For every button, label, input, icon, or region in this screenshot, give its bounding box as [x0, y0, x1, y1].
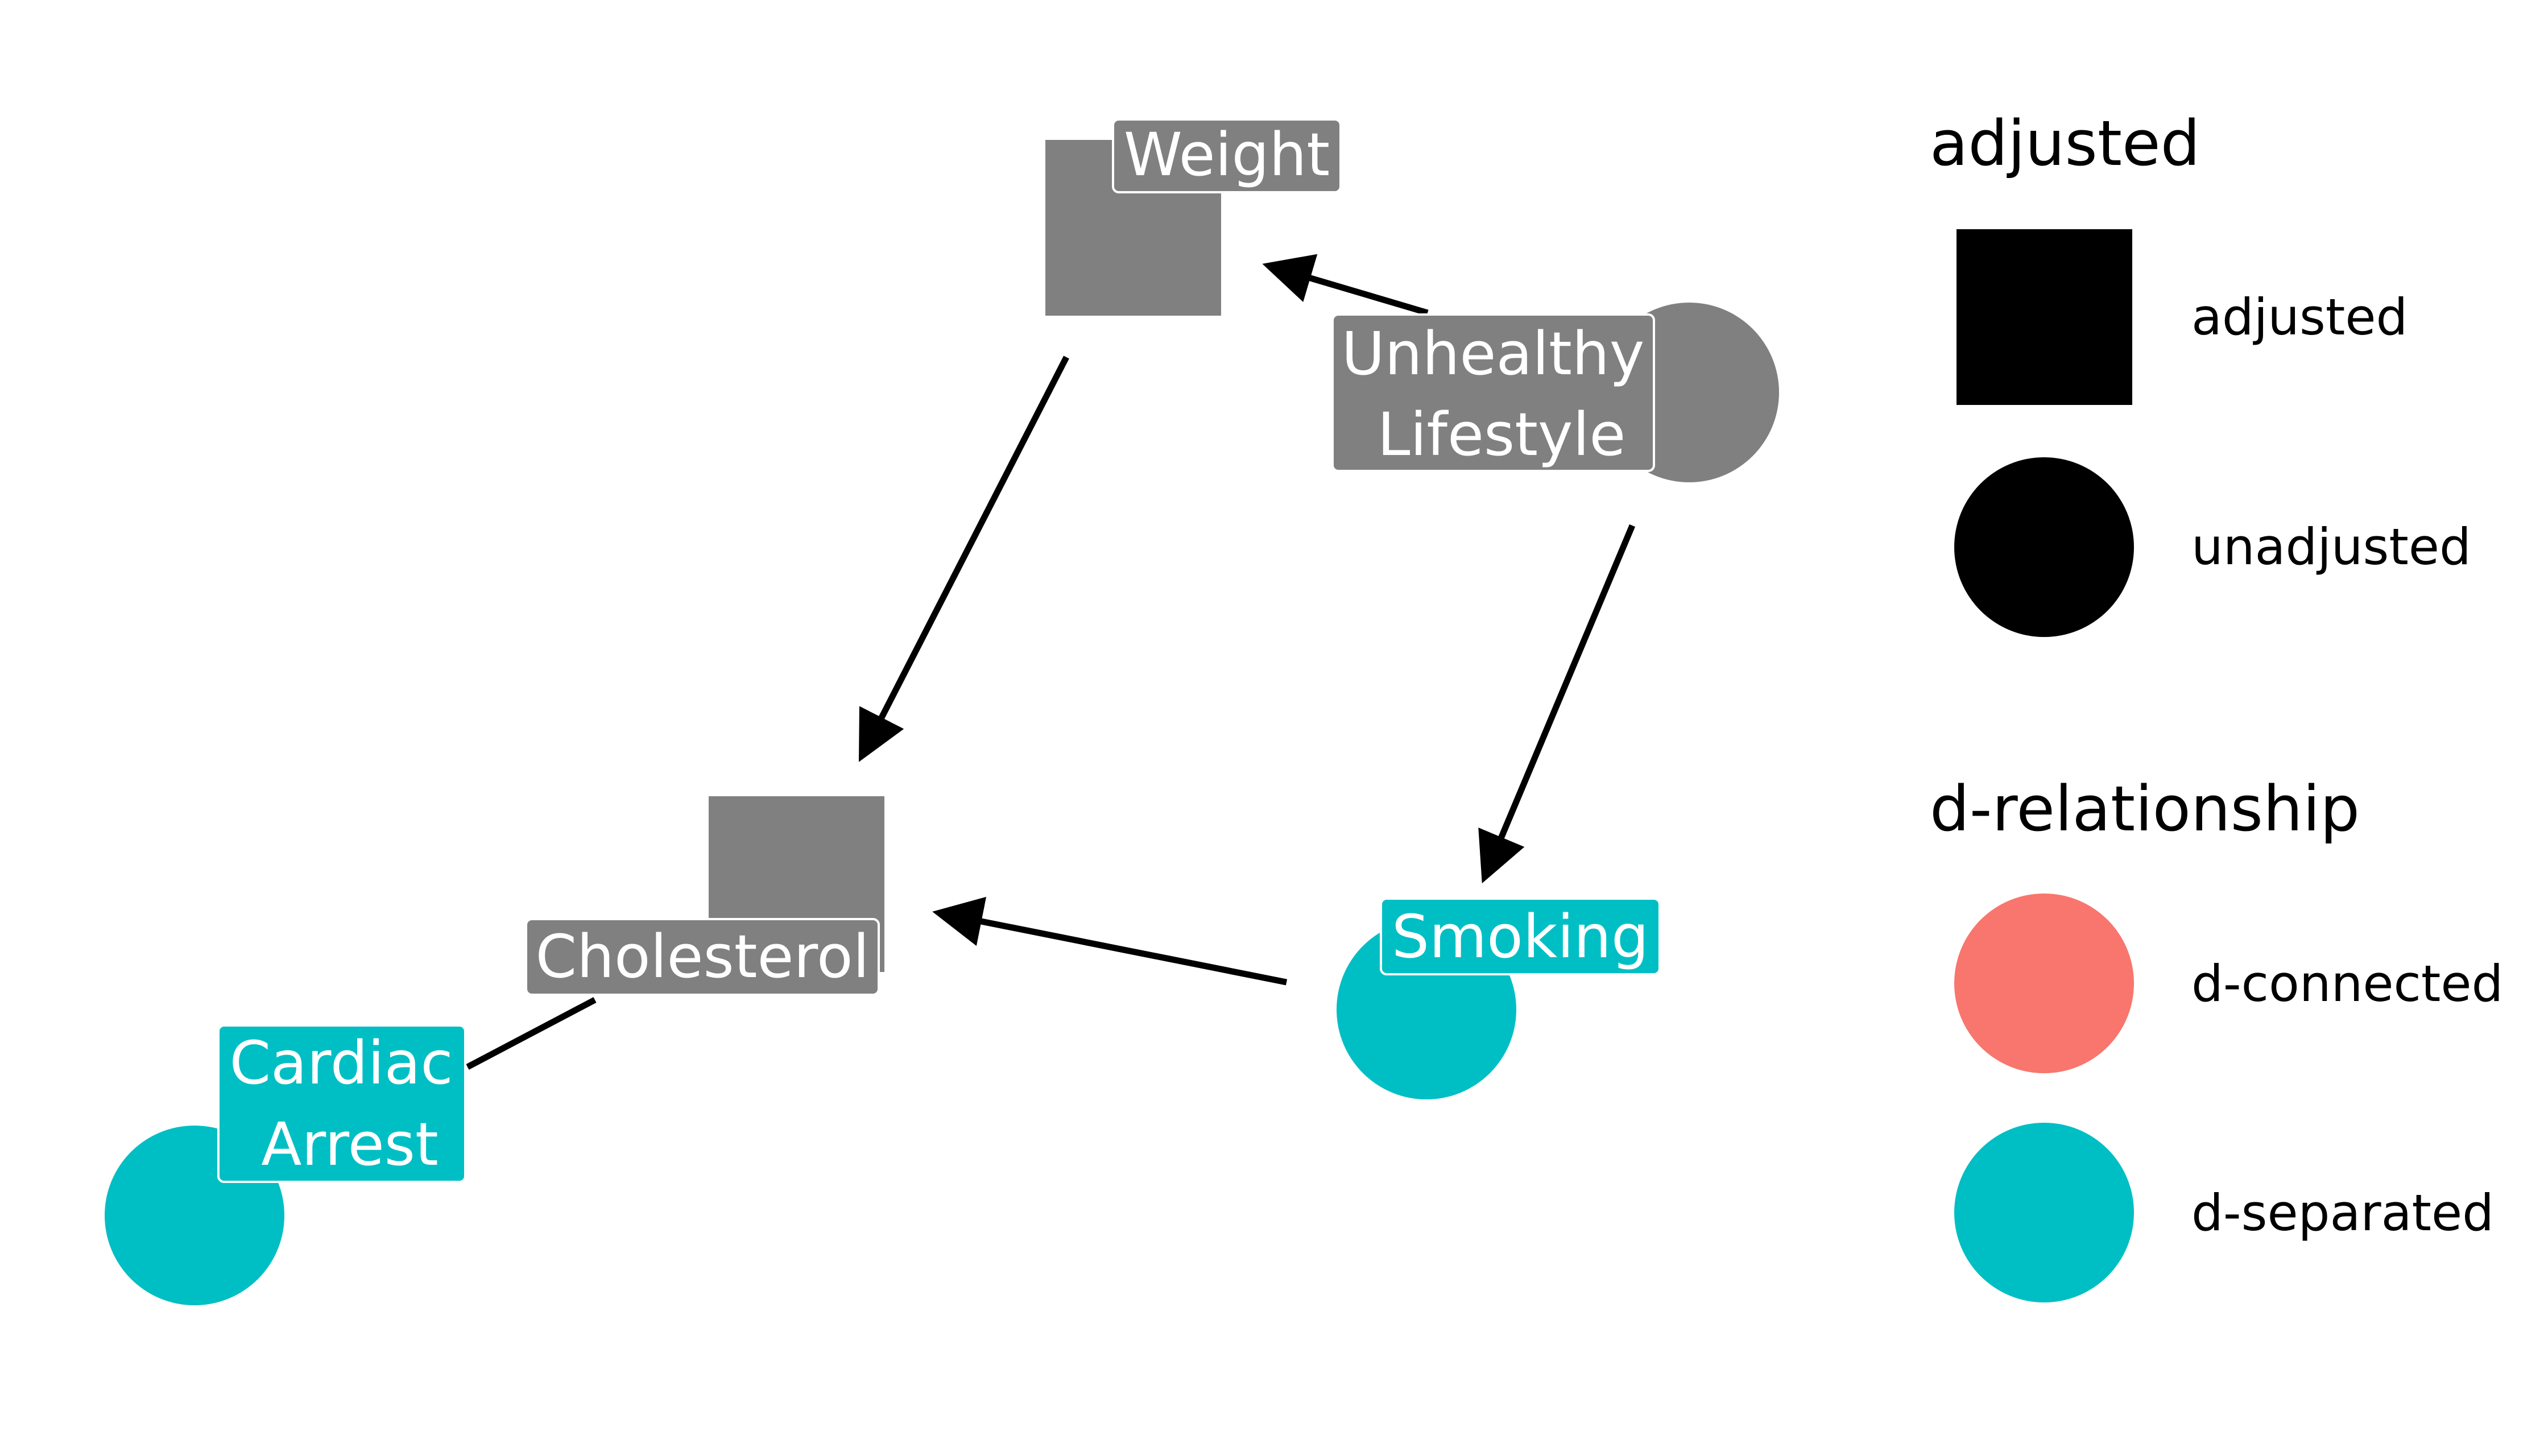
legend-adjusted: adjusted adjusted unadjusted [1930, 107, 2471, 637]
legend-item-d-separated: d-separated [1954, 1123, 2494, 1302]
node-weight[interactable]: Weight [1045, 118, 1342, 316]
node-weight-label-box [1112, 118, 1342, 193]
legend-item-unadjusted: unadjusted [1954, 457, 2471, 637]
legend-item-d-separated-label: d-separated [2191, 1184, 2494, 1242]
legend-item-adjusted-label: adjusted [2191, 288, 2408, 346]
edges [466, 254, 1636, 1070]
node-cardiac-arrest[interactable]: Cardiac Arrest [105, 1024, 466, 1305]
node-cardiac-label-line1: Cardiac [229, 1028, 453, 1098]
legend-item-d-connected-label: d-connected [2191, 954, 2503, 1013]
node-smoking-label-box [1380, 897, 1661, 975]
legend-d-separated-swatch [1954, 1123, 2134, 1302]
node-cardiac-label-box [217, 1024, 466, 1183]
legend-square-swatch [1956, 229, 2132, 405]
legend-d-relationship-title: d-relationship [1930, 772, 2360, 845]
node-cholesterol-label: Cholesterol [536, 922, 870, 991]
edge-lifestyle-to-weight [1262, 254, 1429, 316]
node-smoking[interactable]: Smoking [1337, 897, 1661, 1099]
legend-adjusted-title: adjusted [1930, 107, 2200, 180]
edge-weight-to-cholesterol [858, 355, 1069, 762]
legend: adjusted adjusted unadjusted d-relations… [1930, 107, 2503, 1302]
edge-lifestyle-to-smoking [1478, 524, 1636, 884]
node-cholesterol[interactable]: Cholesterol [525, 796, 884, 996]
edge-smoking-to-cholesterol [932, 896, 1288, 986]
node-lifestyle-label-line2: Lifestyle [1378, 400, 1626, 469]
node-cholesterol-label-box [525, 918, 880, 996]
edge-cholesterol-to-cardiac [466, 997, 597, 1070]
node-lifestyle-label-line1: Unhealthy [1342, 319, 1645, 388]
node-weight-label: Weight [1124, 120, 1330, 189]
legend-d-relationship: d-relationship d-connected d-separated [1930, 772, 2503, 1302]
legend-item-unadjusted-label: unadjusted [2191, 518, 2471, 576]
nodes: Weight Unhealthy Lifestyle Cholesterol S… [105, 118, 1779, 1305]
node-lifestyle-label-box [1331, 313, 1655, 472]
node-smoking-label: Smoking [1392, 902, 1649, 971]
node-unhealthy-lifestyle[interactable]: Unhealthy Lifestyle [1331, 303, 1779, 482]
legend-item-d-connected: d-connected [1954, 894, 2503, 1073]
legend-circle-swatch [1954, 457, 2134, 637]
legend-d-connected-swatch [1954, 894, 2134, 1073]
node-cardiac-label-line2: Arrest [261, 1110, 439, 1179]
legend-item-adjusted: adjusted [1956, 229, 2408, 405]
